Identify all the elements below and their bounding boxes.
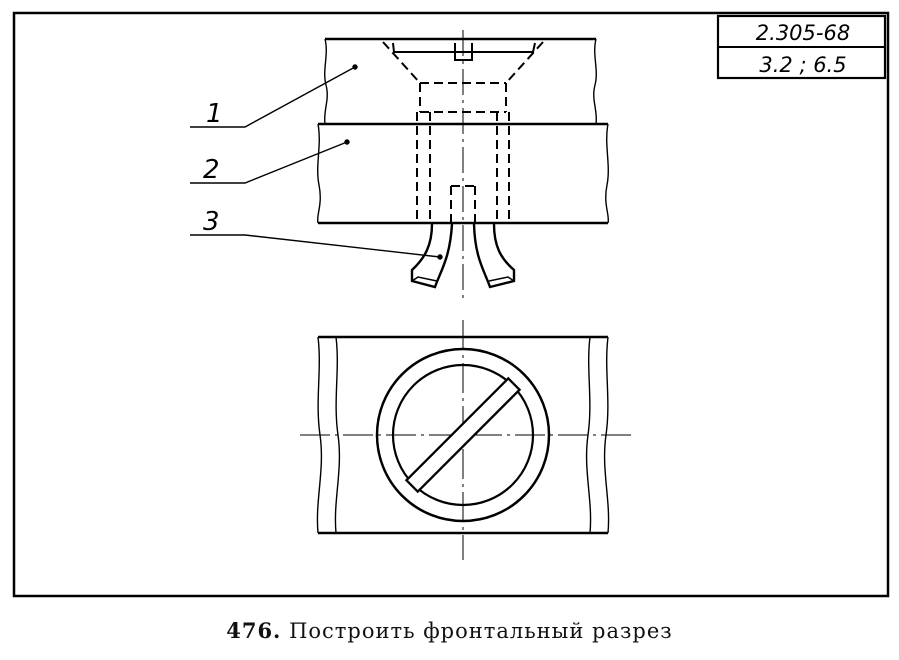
exercise-number: 476.	[226, 618, 282, 643]
right-prong	[472, 223, 516, 289]
top-view	[300, 320, 632, 560]
exercise-text: Построить фронтальный разрез	[289, 619, 673, 643]
label-part-2: 2	[203, 155, 220, 185]
leaders	[190, 64, 443, 260]
screw-head-circle	[391, 363, 535, 507]
label-part-1: 1	[206, 99, 223, 129]
drawing-frame	[12, 11, 890, 598]
stamp-standard: 2.305-68	[756, 21, 850, 45]
stamp-box: 2.305-68 3.2 ; 6.5	[716, 14, 887, 80]
head-slot	[404, 376, 522, 494]
left-prong	[410, 223, 454, 289]
figure-caption: 476. Построить фронтальный разрез	[0, 618, 899, 643]
stamp-clauses: 3.2 ; 6.5	[759, 53, 846, 77]
outer-countersink-circle	[375, 347, 551, 523]
label-part-3: 3	[203, 207, 220, 237]
front-view	[316, 30, 610, 298]
